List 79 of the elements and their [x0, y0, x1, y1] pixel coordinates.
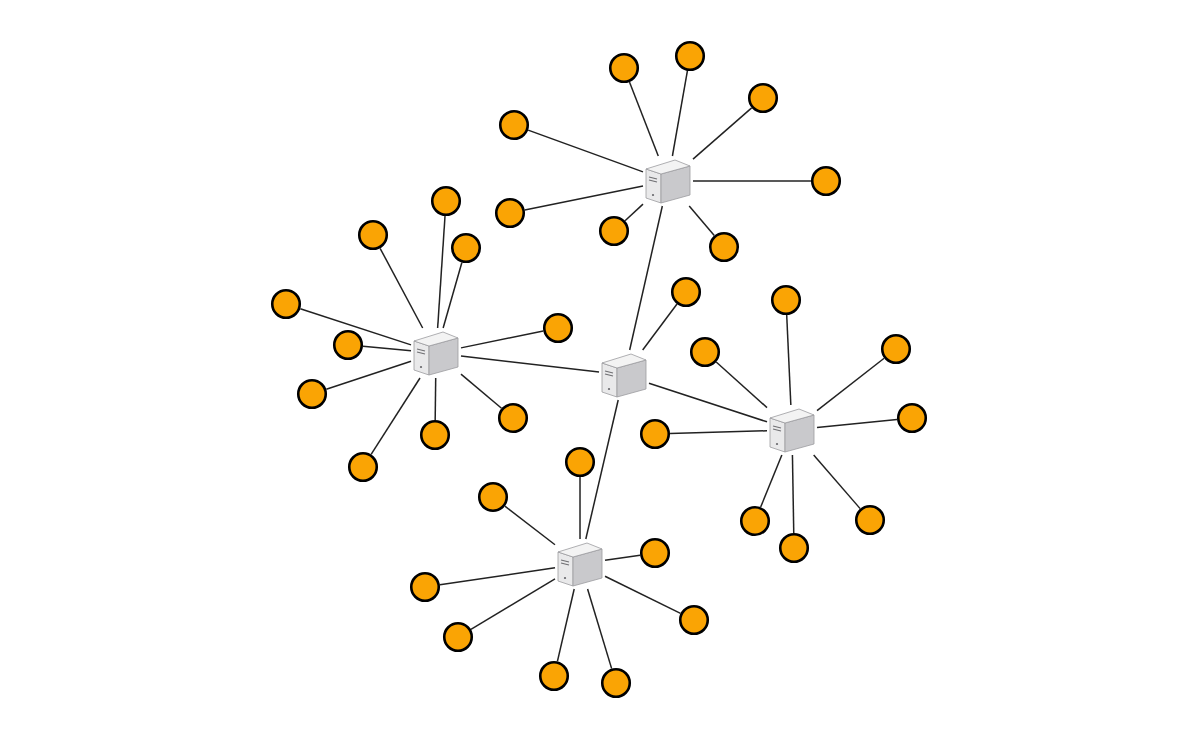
connector-line	[624, 203, 644, 222]
node-circle	[430, 185, 462, 217]
connector-line	[524, 185, 644, 211]
connector-line	[434, 377, 437, 421]
server-icon	[769, 408, 815, 453]
connector-line	[715, 361, 768, 409]
connector-line	[692, 180, 812, 182]
connector-line	[816, 418, 898, 429]
server-icon	[601, 353, 647, 398]
node-circle	[896, 402, 928, 434]
connector-line	[439, 566, 556, 586]
server-icon	[557, 542, 603, 587]
connector-line	[460, 330, 544, 349]
node-circle	[497, 402, 529, 434]
node-circle	[419, 419, 451, 451]
server-icon	[413, 331, 459, 376]
connector-line	[325, 360, 412, 391]
node-circle	[880, 333, 912, 365]
connector-line	[604, 554, 641, 562]
connector-line	[370, 377, 421, 456]
node-circle	[409, 571, 441, 603]
connector-line	[504, 505, 556, 546]
connector-line	[812, 454, 861, 510]
node-circle	[747, 82, 779, 114]
node-circle	[542, 312, 574, 344]
connector-line	[442, 261, 463, 329]
connector-line	[470, 578, 556, 631]
node-circle	[639, 418, 671, 450]
connector-line	[379, 247, 424, 329]
node-circle	[357, 219, 389, 251]
node-circle	[708, 231, 740, 263]
connector-line	[628, 205, 664, 351]
connector-line	[556, 588, 575, 663]
node-circle	[296, 378, 328, 410]
server-icon	[645, 159, 691, 204]
node-circle	[494, 197, 526, 229]
connector-line	[460, 373, 503, 410]
connector-line	[460, 355, 600, 373]
connector-line	[641, 303, 678, 351]
node-circle	[608, 52, 640, 84]
connector-line	[671, 70, 689, 157]
connector-line	[362, 345, 412, 352]
connector-line	[585, 399, 619, 540]
node-circle	[770, 284, 802, 316]
node-circle	[810, 165, 842, 197]
node-circle	[674, 40, 706, 72]
connector-line	[579, 476, 581, 540]
connector-line	[759, 454, 783, 508]
node-circle	[598, 215, 630, 247]
connector-line	[527, 129, 644, 173]
node-circle	[739, 505, 771, 537]
node-circle	[450, 232, 482, 264]
node-circle	[498, 109, 530, 141]
node-circle	[270, 288, 302, 320]
connector-line	[688, 205, 715, 237]
node-circle	[778, 532, 810, 564]
connector-line	[628, 81, 660, 157]
node-circle	[854, 504, 886, 536]
connector-line	[586, 588, 613, 670]
node-circle	[639, 537, 671, 569]
connector-line	[669, 430, 768, 435]
node-circle	[538, 660, 570, 692]
connector-line	[436, 215, 446, 329]
connector-line	[604, 575, 682, 615]
connector-line	[816, 357, 885, 412]
node-circle	[442, 621, 474, 653]
connector-line	[785, 314, 792, 406]
node-circle	[564, 446, 596, 478]
connector-line	[299, 307, 412, 346]
connector-line	[692, 107, 753, 160]
node-circle	[689, 336, 721, 368]
node-circle	[678, 604, 710, 636]
node-circle	[477, 481, 509, 513]
node-circle	[670, 276, 702, 308]
connector-line	[791, 454, 795, 534]
node-circle	[332, 329, 364, 361]
node-circle	[600, 667, 632, 699]
node-circle	[347, 451, 379, 483]
connector-line	[648, 382, 768, 423]
